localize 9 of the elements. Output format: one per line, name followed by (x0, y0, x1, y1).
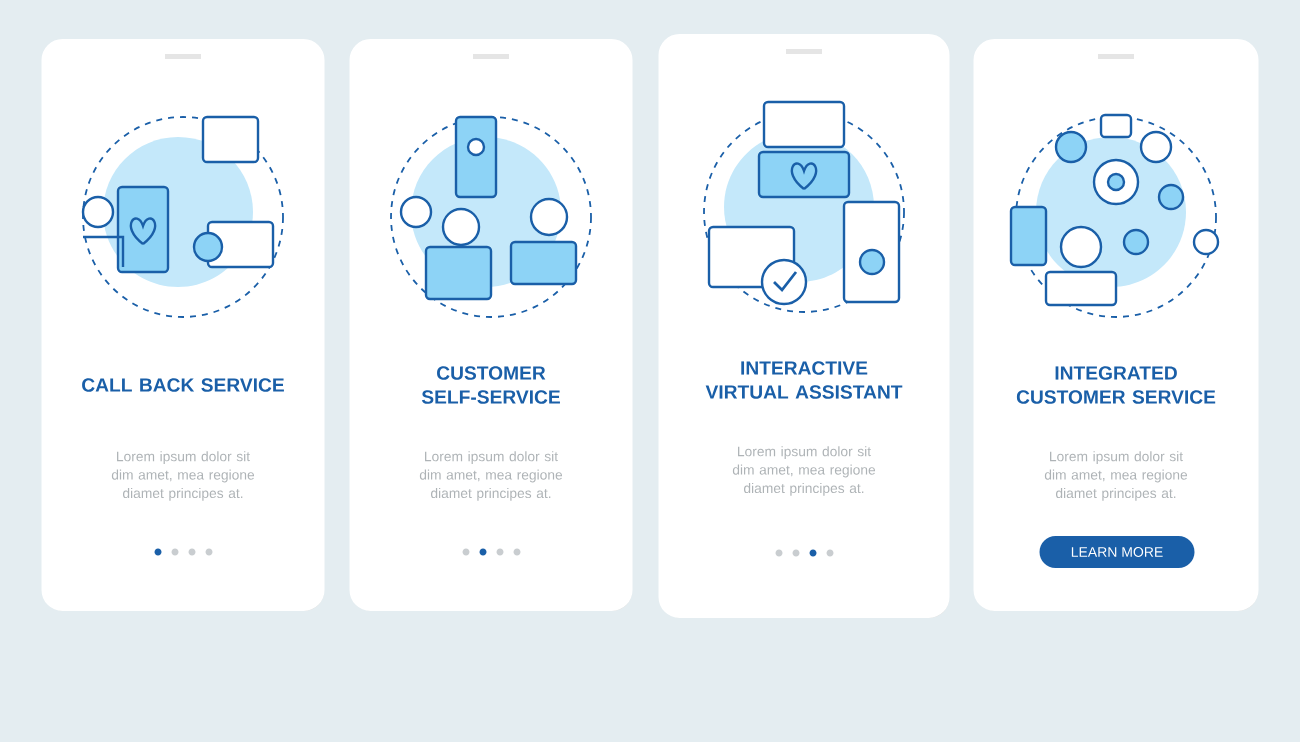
card-description: Lorem ipsum dolor sit dim amet, mea regione diamet principes at. (111, 451, 255, 501)
card-description: Lorem ipsum dolor sit dim amet, mea regione diamet principes at. (419, 451, 563, 501)
card-title: CALL BACK SERVICE (82, 378, 284, 392)
card-title: INTERACTIVE VIRTUAL ASSISTANT (705, 361, 903, 399)
card-title: INTEGRATED CUSTOMER SERVICE (1016, 366, 1216, 404)
learn-more-button: LEARN MORE (1039, 536, 1195, 568)
card-description: Lorem ipsum dolor sit dim amet, mea regione diamet principes at. (1044, 451, 1188, 501)
card-title: CUSTOMER SELF-SERVICE (421, 366, 560, 404)
card-description: Lorem ipsum dolor sit dim amet, mea regione diamet principes at. (732, 446, 876, 496)
